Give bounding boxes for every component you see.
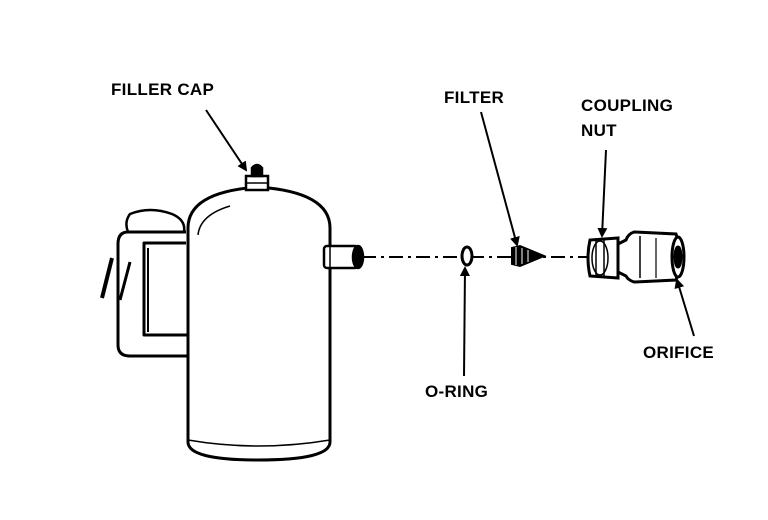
filter-arrow (480, 111, 520, 247)
filter-label: FILTER (444, 88, 505, 107)
o-ring-label: O-RING (425, 382, 489, 401)
orifice-part (616, 230, 686, 284)
tank-handle (100, 208, 190, 358)
tank-outlet-fitting (322, 244, 365, 270)
tank-body (186, 185, 332, 462)
filter-part (511, 244, 547, 268)
o-ring-arrow (459, 266, 470, 377)
coupling-label-line1: COUPLING (581, 96, 674, 115)
coupling-nut-part (586, 236, 620, 280)
filler-cap-label: FILLER CAP (111, 80, 215, 99)
filler-cap (244, 163, 270, 192)
filler-cap-arrow (205, 109, 248, 172)
orifice-arrow (674, 278, 695, 337)
coupling-label-line2: NUT (581, 121, 617, 140)
o-ring-part (460, 245, 474, 267)
coupling-nut-arrow (597, 149, 608, 238)
orifice-label: ORIFICE (643, 343, 715, 362)
leader-arrows (205, 109, 695, 377)
